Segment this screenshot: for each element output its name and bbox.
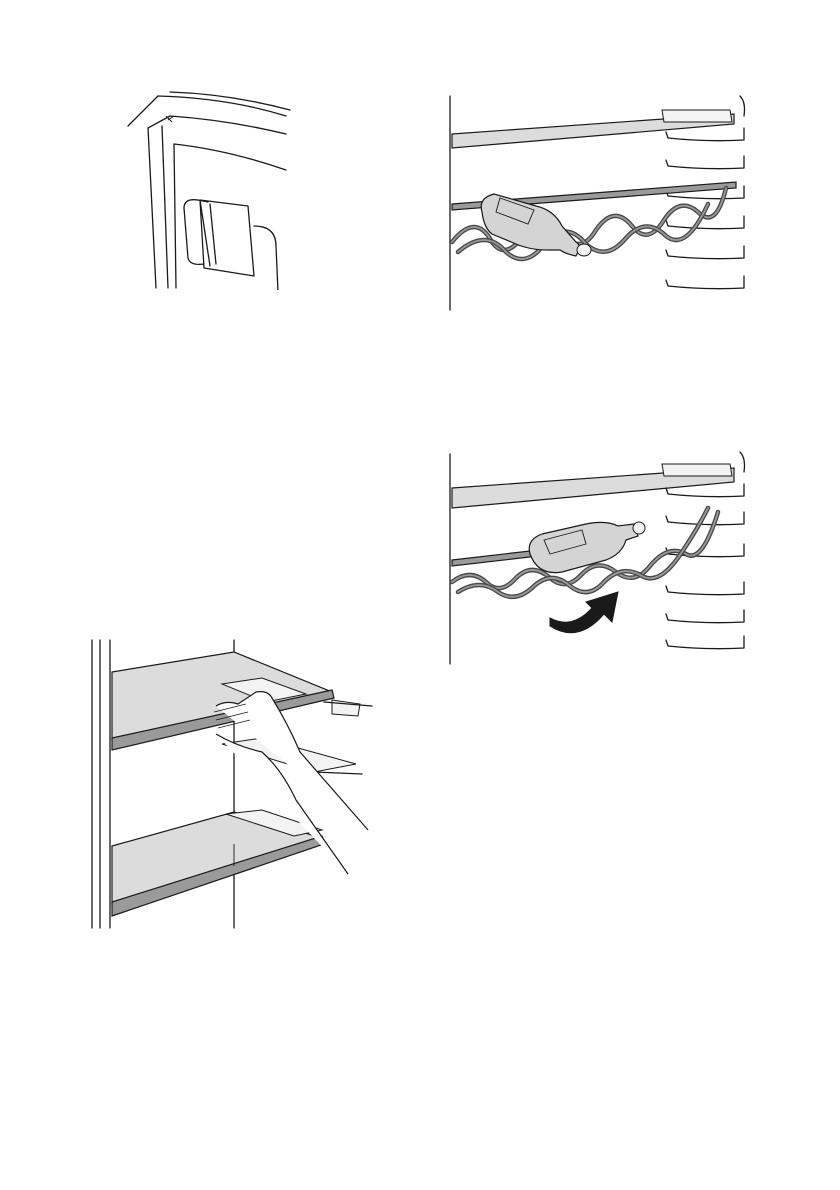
rotate-arrow-icon <box>550 592 618 633</box>
figure-door-holder <box>118 86 300 290</box>
shelf-removal-illustration <box>86 634 376 930</box>
figure-shelf-removal <box>86 634 376 930</box>
door-illustration <box>118 86 300 290</box>
wine-rack-illustration-1 <box>446 92 752 312</box>
side-rails <box>666 484 744 649</box>
figure-wine-rack-bottom <box>446 450 752 666</box>
wine-rack-illustration-2 <box>446 450 752 666</box>
figure-wine-rack-top <box>446 92 752 312</box>
wine-bottle <box>529 522 645 573</box>
